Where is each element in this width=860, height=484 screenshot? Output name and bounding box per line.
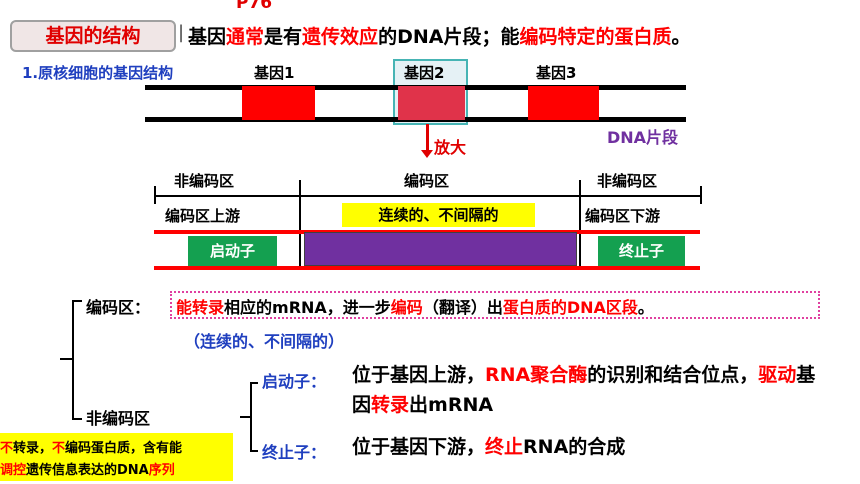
promoter-head: 启动子： — [262, 372, 327, 391]
coding-label: 编码区 — [404, 172, 450, 190]
sub-brace-bottom-tip — [250, 450, 258, 452]
enlarge-arrow — [426, 124, 429, 152]
promoter-t2: 的识别和结合位点， — [587, 364, 759, 386]
noncoding-right-label: 非编码区 — [597, 172, 658, 190]
noncoding-note-box: 不转录，不编码蛋白质，含有能 调控遗传信息表达的DNA序列 — [0, 433, 233, 481]
promoter-r3: 转录 — [371, 394, 410, 416]
dim-line-right — [581, 195, 700, 197]
gene-definition: 基因通常是有遗传效应的DNA片段；能编码特定的蛋白质。 — [188, 22, 690, 49]
def-end: 。 — [671, 26, 691, 48]
title-bracket: | — [178, 22, 185, 43]
note-r2: 不 — [52, 441, 66, 456]
main-brace — [72, 300, 74, 420]
promoter-r1: RNA聚合酶 — [485, 364, 588, 386]
coding-r3: 蛋白质的DNA区段 — [502, 298, 638, 317]
title-box: 基因的结构 — [10, 20, 176, 52]
note-t1: 转录， — [13, 441, 53, 456]
coding-r2: 编码 — [390, 298, 423, 317]
promoter-box: 启动子 — [188, 236, 277, 266]
tick-coding-start — [299, 180, 301, 270]
sub-brace-top-tip — [250, 382, 258, 384]
note-t3: 遗传信息表达的DNA — [26, 463, 149, 478]
terminator-box: 终止子 — [598, 236, 685, 266]
coding-region-bar — [304, 232, 577, 266]
brace-bottom-tip — [72, 418, 82, 420]
coding-head: 编码区： — [86, 298, 151, 317]
gene3-block — [528, 86, 599, 120]
gene3-label: 基因3 — [536, 64, 577, 82]
brace-top-tip — [72, 300, 82, 302]
strand-red-bottom — [154, 266, 700, 270]
note-line-1: 不转录，不编码蛋白质，含有能 — [0, 437, 182, 456]
terminator-r1: 终止 — [485, 436, 524, 458]
coding-desc-box — [170, 291, 820, 319]
terminator-head: 终止子： — [262, 443, 327, 462]
def-mid1: 是有 — [264, 26, 303, 48]
enlarge-arrow-head — [421, 150, 433, 158]
coding-description: 能转录相应的mRNA，进一步编码（翻译）出蛋白质的DNA区段。 — [176, 294, 654, 318]
note-line-2: 调控遗传信息表达的DNA序列 — [0, 459, 175, 478]
gene2-block — [398, 86, 465, 120]
terminator-t1: 位于基因下游， — [352, 436, 486, 458]
gene2-label: 基因2 — [404, 64, 445, 82]
sub-brace — [250, 382, 252, 452]
tick-right — [700, 186, 702, 204]
dna-segment-label: DNA片段 — [607, 128, 679, 147]
upstream-label: 编码区上游 — [165, 207, 241, 225]
note-r4: 序列 — [148, 463, 175, 478]
sub-brace-middle-tip — [240, 416, 250, 418]
noncoding-head: 非编码区 — [86, 409, 151, 428]
page-number: P76 — [236, 0, 273, 13]
gene1-label: 基因1 — [254, 64, 295, 82]
coding-r1: 能转录 — [176, 298, 225, 317]
enlarge-label: 放大 — [434, 138, 467, 157]
downstream-label: 编码区下游 — [585, 207, 661, 225]
def-mid2: 的DNA片段；能 — [378, 26, 520, 48]
coding-t3: 。 — [637, 298, 654, 317]
promoter-t1: 位于基因上游， — [352, 364, 486, 386]
def-encode-protein: 编码特定的蛋白质 — [519, 26, 672, 48]
promoter-description: 位于基因上游，RNA聚合酶的识别和结合位点，驱动基因转录出mRNA — [352, 360, 822, 420]
coding-t2: （翻译）出 — [422, 298, 503, 317]
continuous-label: 连续的、不间隔的 — [342, 203, 535, 227]
brace-middle-tip — [60, 358, 72, 360]
dim-line-left — [154, 195, 299, 197]
tick-coding-end — [579, 180, 581, 270]
def-usually: 通常 — [226, 26, 265, 48]
def-prefix: 基因 — [188, 26, 227, 48]
note-t2: 编码蛋白质，含有能 — [65, 441, 183, 456]
noncoding-left-label: 非编码区 — [174, 172, 235, 190]
coding-note: （连续的、不间隔的） — [184, 332, 345, 351]
section1-title: 1.原核细胞的基因结构 — [22, 64, 174, 82]
promoter-t3: 基因 — [352, 364, 816, 416]
terminator-t2: RNA的合成 — [523, 436, 626, 458]
note-r3: 调控 — [0, 463, 27, 478]
terminator-description: 位于基因下游，终止RNA的合成 — [352, 432, 625, 459]
title: 基因的结构 — [45, 25, 141, 47]
note-r1: 不 — [0, 441, 14, 456]
def-genetic-effect: 遗传效应 — [302, 26, 379, 48]
dim-line-coding — [301, 195, 579, 197]
promoter-t4: 出mRNA — [409, 394, 494, 416]
gene1-block — [242, 86, 315, 120]
promoter-r2: 驱动 — [758, 364, 797, 386]
coding-t1: 相应的mRNA，进一步 — [224, 298, 391, 317]
